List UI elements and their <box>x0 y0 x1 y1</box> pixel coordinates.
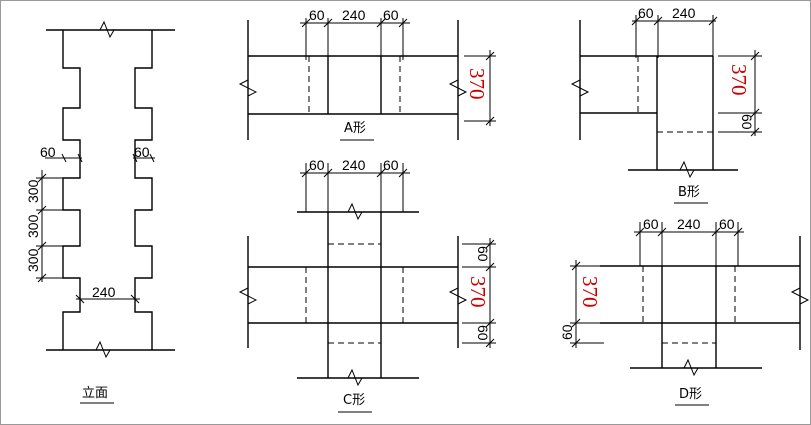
form-c-break-top <box>347 202 363 221</box>
form-b-dim-240: 240 <box>672 5 696 21</box>
form-d-dim-370: 370 <box>578 276 602 308</box>
form-b-dim-60: 60 <box>638 5 654 21</box>
elevation-dim-tick <box>61 153 67 163</box>
form-d-break-bottom <box>683 358 699 377</box>
elevation-dim-tick <box>75 294 85 304</box>
form-a-dim-tick <box>376 18 386 28</box>
form-b-dim-60-side: 60 <box>739 114 755 130</box>
elevation-bottom-break-symbol <box>95 340 111 359</box>
form-c-view: 60 240 60 60 370 60 C形 <box>238 157 496 413</box>
form-c-dim-tick <box>485 318 495 328</box>
elevation-dim-tick <box>132 153 138 163</box>
form-a-break-right <box>448 79 468 97</box>
elevation-dim-300-a: 300 <box>25 179 41 203</box>
form-b-view: 60 240 370 60 B形 <box>570 5 762 204</box>
form-b-dim-tick <box>750 127 760 137</box>
form-a-break-left <box>238 79 258 97</box>
elevation-right-toothing <box>134 30 153 350</box>
form-d-dim-tick <box>657 227 667 237</box>
form-a-caption: A形 <box>344 121 366 136</box>
form-c-dim-370: 370 <box>466 276 490 308</box>
form-c-dim-tick <box>323 168 333 178</box>
form-d-dim-tick <box>571 261 581 271</box>
form-b-dim-tick <box>708 16 718 26</box>
form-b-dim-tick <box>750 108 760 118</box>
form-c-dim-tick <box>398 168 408 178</box>
form-a-dim-370: 370 <box>465 68 489 100</box>
form-a-dim-240: 240 <box>342 7 366 23</box>
form-c-dim-tick <box>485 262 495 272</box>
form-b-dim-tick <box>653 16 663 26</box>
elevation-view: 60 60 300 300 300 240 立面 <box>25 20 175 404</box>
form-d-dim-tick <box>635 227 645 237</box>
form-d-view: 60 240 60 370 60 D形 <box>559 216 810 406</box>
form-a-dim-tick <box>485 116 495 126</box>
elevation-dim-tick <box>37 205 47 215</box>
form-a-dim-tick <box>323 18 333 28</box>
form-d-dim-60-left: 60 <box>643 216 659 232</box>
form-b-break-bottom <box>679 160 695 179</box>
form-c-dim-tick <box>485 338 495 348</box>
elevation-top-break-symbol <box>99 20 115 39</box>
form-c-dim-tick <box>485 239 495 249</box>
elevation-dim-tick <box>77 153 83 163</box>
form-d-dim-tick <box>711 227 721 237</box>
form-c-dim-tick <box>376 168 386 178</box>
form-c-break-bottom <box>347 368 363 387</box>
elevation-dim-300-b: 300 <box>25 214 41 238</box>
form-d-dim-60-right: 60 <box>719 216 735 232</box>
form-c-break-right <box>448 287 468 305</box>
form-c-dim-60-top: 60 <box>475 246 491 262</box>
form-c-dim-240: 240 <box>342 157 366 173</box>
form-d-caption: D形 <box>679 387 702 402</box>
elevation-left-toothing <box>62 30 81 350</box>
form-a-dim-60-right: 60 <box>383 7 399 23</box>
elevation-dim-tick <box>37 241 47 251</box>
form-d-dim-tick <box>571 318 581 328</box>
form-c-break-left <box>238 287 258 305</box>
elevation-dim-tick <box>37 173 47 183</box>
form-b-dim-tick <box>750 51 760 61</box>
form-d-break-right <box>790 287 810 305</box>
elevation-dim-60-left: 60 <box>40 144 56 160</box>
form-c-dim-tick <box>301 168 311 178</box>
elevation-dim-60-right: 60 <box>134 144 150 160</box>
form-d-dim-240: 240 <box>677 216 701 232</box>
form-c-dim-60-right: 60 <box>383 157 399 173</box>
elevation-dim-240: 240 <box>92 284 116 300</box>
form-a-dim-60-left: 60 <box>309 7 325 23</box>
form-a-dim-tick <box>301 18 311 28</box>
form-c-dim-60-bottom: 60 <box>475 325 491 341</box>
form-b-dim-tick <box>631 16 641 26</box>
form-d-dim-tick <box>733 227 743 237</box>
form-a-dim-tick <box>398 18 408 28</box>
form-c-caption: C形 <box>343 393 365 408</box>
elevation-caption: 立面 <box>82 386 108 401</box>
form-a-view: 60 240 60 370 A形 <box>238 7 496 141</box>
form-c-dim-60-left: 60 <box>309 157 325 173</box>
form-a-dim-tick <box>485 51 495 61</box>
elevation-dim-tick <box>149 153 155 163</box>
form-d-dim-60-side: 60 <box>559 324 575 340</box>
elevation-dim-tick <box>130 294 140 304</box>
form-b-caption: B形 <box>678 185 700 200</box>
form-b-break-left <box>570 79 590 97</box>
form-d-dim-tick <box>571 338 581 348</box>
elevation-dim-300-c: 300 <box>25 248 41 272</box>
form-b-dim-370: 370 <box>727 64 751 96</box>
elevation-dim-tick <box>37 273 47 283</box>
